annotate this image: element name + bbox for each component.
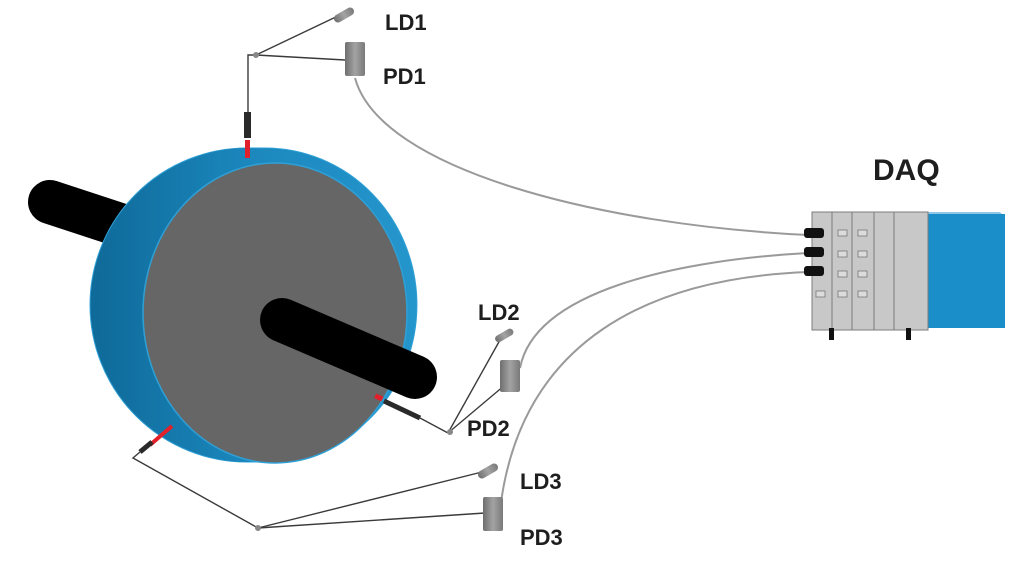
label-ld2: LD2: [478, 300, 520, 325]
fiber-pd3: [499, 271, 809, 511]
daq-unit: [804, 211, 1005, 340]
rotor-disk: [89, 147, 418, 464]
label-daq: DAQ: [873, 154, 940, 187]
fiber-pd1: [354, 77, 809, 236]
label-ld1: LD1: [385, 10, 427, 35]
probe-1: [244, 14, 346, 158]
laser-diode-3: [477, 463, 499, 479]
probe-3: [131, 424, 486, 531]
photodiode-3: [483, 497, 503, 531]
label-pd2: PD2: [467, 416, 510, 441]
daq-front-panel: [811, 211, 929, 331]
photodiode-1: [345, 42, 365, 76]
laser-diode-1: [333, 7, 355, 23]
label-pd3: PD3: [520, 525, 563, 550]
fiber-pd2: [519, 252, 809, 369]
daq-side: [925, 214, 1005, 328]
photodiode-2: [500, 360, 520, 392]
front-shaft: [260, 298, 437, 399]
label-ld3: LD3: [520, 469, 562, 494]
probe-2: [374, 339, 506, 435]
label-pd1: PD1: [383, 64, 426, 89]
laser-diode-2: [495, 328, 514, 343]
signal-fibers: [354, 77, 809, 511]
